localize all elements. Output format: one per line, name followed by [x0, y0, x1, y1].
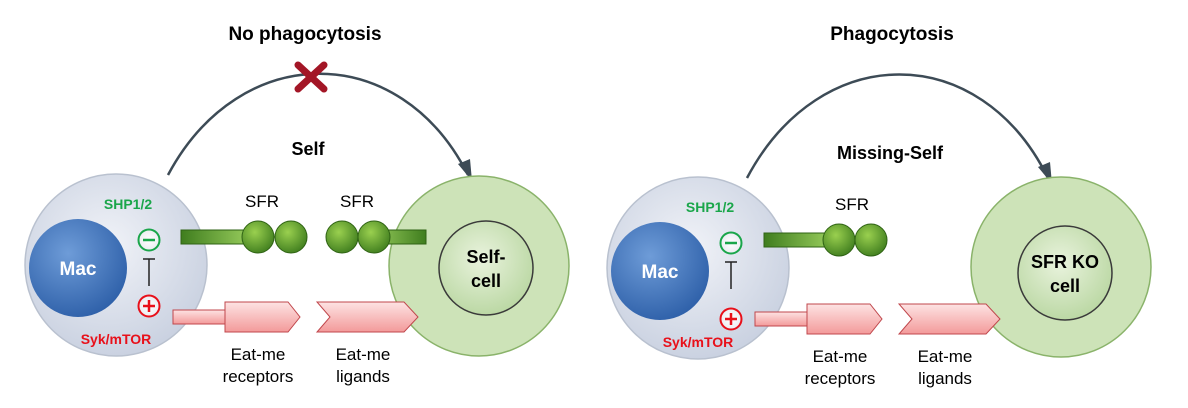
receptor-stem: [754, 311, 808, 327]
target-label-line1: Self-: [466, 247, 505, 267]
ligand-label-line2: ligands: [336, 367, 390, 386]
left-macrophage: Mac SHP1/2 Syk/mTOR: [24, 173, 208, 357]
target-label-line1: SFR KO: [1031, 252, 1099, 272]
sfr-domain: [357, 220, 391, 254]
left-target-cell: Self- cell: [388, 175, 570, 357]
right-panel: Phagocytosis Missing-Self Mac SHP1/2 Syk…: [606, 24, 1152, 388]
left-arrowhead: [458, 159, 472, 181]
right-arc-arrow: [745, 73, 1050, 179]
ligand-label-line1: Eat-me: [336, 345, 391, 364]
left-eat-me-pair: Eat-me receptors Eat-me ligands: [172, 301, 419, 386]
receptor-label-line1: Eat-me: [813, 347, 868, 366]
target-label-line2: cell: [471, 271, 501, 291]
right-sfr-macrophage: SFR: [763, 195, 888, 257]
target-nucleus: [438, 220, 534, 316]
left-sfr-macrophage: SFR: [180, 192, 308, 254]
block-x-mark: [294, 61, 328, 93]
left-title: No phagocytosis: [228, 24, 381, 45]
receptor-label-line2: receptors: [805, 369, 876, 388]
sfr-label-macrophage: SFR: [835, 195, 869, 214]
receptor-label-line1: Eat-me: [231, 345, 286, 364]
eat-me-ligand: [315, 301, 419, 333]
target-label-line2: cell: [1050, 276, 1080, 296]
eat-me-receptor: [224, 301, 301, 333]
left-sfr-target: SFR: [325, 192, 427, 254]
macrophage-nucleus: [29, 219, 127, 317]
inhibitory-label: SHP1/2: [104, 196, 152, 212]
target-nucleus: [1017, 225, 1113, 321]
right-macrophage: Mac SHP1/2 Syk/mTOR: [606, 176, 790, 360]
ligand-label-line2: ligands: [918, 369, 972, 388]
ligand-label-line1: Eat-me: [918, 347, 973, 366]
sfr-label-macrophage: SFR: [245, 192, 279, 211]
left-arc-label: Self: [291, 139, 325, 159]
right-eat-me-pair: Eat-me receptors Eat-me ligands: [754, 303, 1001, 388]
left-panel: No phagocytosis Self Mac SHP1/2 Syk/mTOR…: [24, 24, 570, 386]
left-arc-arrow: [166, 72, 470, 176]
receptor-label-line2: receptors: [223, 367, 294, 386]
receptor-stem: [172, 309, 226, 325]
sfr-domain: [325, 220, 359, 254]
eat-me-ligand: [897, 303, 1001, 335]
eat-me-receptor: [806, 303, 883, 335]
sfr-label-target: SFR: [340, 192, 374, 211]
activating-label: Syk/mTOR: [81, 331, 152, 347]
macrophage-label: Mac: [60, 259, 97, 280]
right-title: Phagocytosis: [830, 24, 954, 45]
right-arc-label: Missing-Self: [837, 143, 944, 163]
right-target-cell: SFR KO cell: [970, 176, 1152, 358]
sfr-domain: [854, 223, 888, 257]
macrophage-label: Mac: [642, 262, 679, 283]
inhibitory-label: SHP1/2: [686, 199, 734, 215]
sfr-domain: [822, 223, 856, 257]
sfr-domain: [274, 220, 308, 254]
sfr-stem: [180, 229, 248, 245]
macrophage-nucleus: [611, 222, 709, 320]
sfr-domain: [241, 220, 275, 254]
activating-label: Syk/mTOR: [663, 334, 734, 350]
sfr-stem: [763, 232, 829, 248]
